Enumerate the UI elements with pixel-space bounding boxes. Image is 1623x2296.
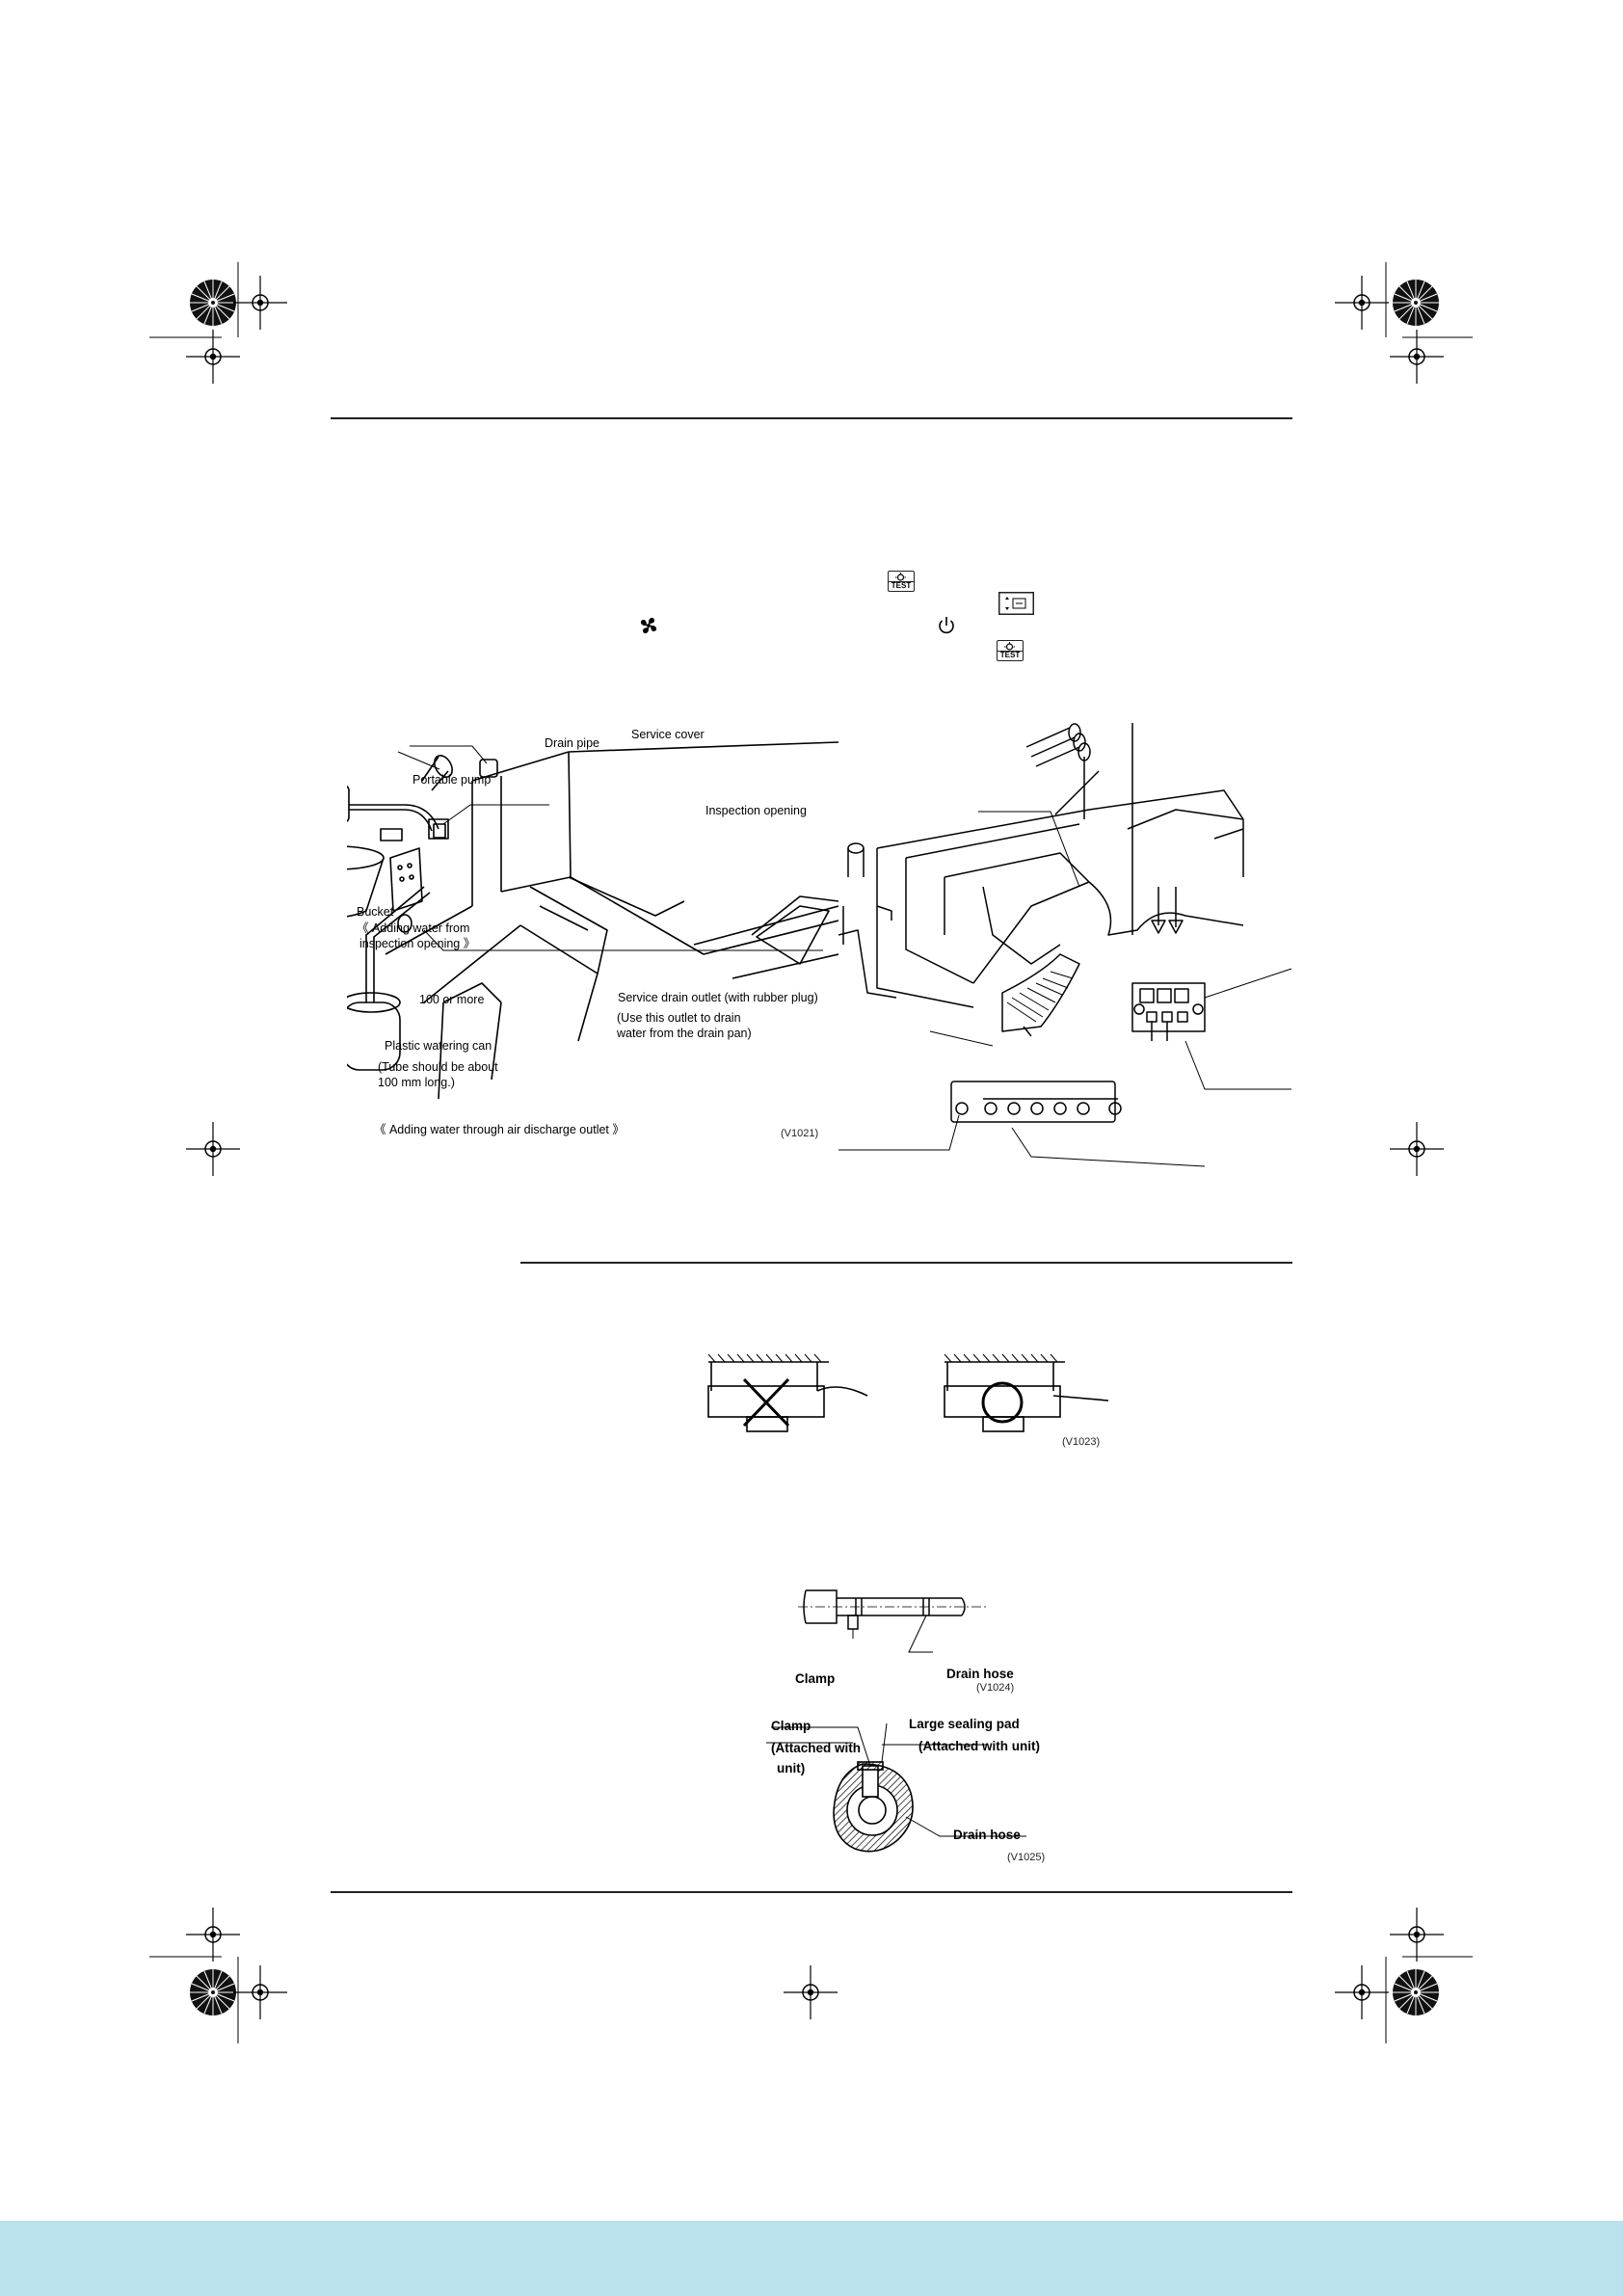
drain-hose-clamp-side-figure — [798, 1589, 986, 1653]
figure-code-v1023: (V1023) — [1062, 1436, 1101, 1448]
footer-color-band — [0, 2221, 1623, 2296]
bucket-label: Bucket — [357, 905, 394, 919]
service-cover-label: Service cover — [631, 728, 705, 741]
section-rule — [520, 1262, 1292, 1264]
fan-icon — [638, 615, 659, 636]
adding-water-discharge-caption: 《 Adding water through air discharge out… — [374, 1123, 625, 1136]
figure-code-v1021: (V1021) — [781, 1128, 819, 1139]
footer-rule — [331, 1891, 1292, 1893]
test-button-icon-2: TEST — [997, 640, 1024, 661]
use-outlet-note-line1: (Use this outlet to drain — [617, 1011, 741, 1025]
test-button-icon: TEST — [888, 571, 915, 592]
attached-with-unit-label: (Attached with unit) — [918, 1739, 1040, 1753]
watering-can-label: Plastic watering can — [385, 1039, 492, 1053]
header-rule — [331, 417, 1292, 419]
bucket-note-line1: 《 Adding water from — [357, 921, 470, 935]
tube-note-line1: (Tube should be about — [378, 1060, 498, 1074]
attached-with-note-line2: unit) — [777, 1761, 806, 1775]
drain-hose-label: Drain hose — [946, 1667, 1014, 1681]
power-icon — [936, 615, 957, 636]
use-outlet-note-line2: water from the drain pan) — [617, 1027, 752, 1040]
bucket-note-line2: inspection opening 》 — [359, 937, 476, 950]
mounting-comparison-figure — [707, 1353, 1109, 1432]
clamp-label: Clamp — [795, 1671, 836, 1686]
adding-water-illustration — [347, 741, 838, 1100]
test-label-2: TEST — [998, 651, 1023, 659]
drain-hose-label-2: Drain hose — [953, 1828, 1021, 1842]
clamp-label-2: Clamp — [771, 1719, 812, 1733]
inspection-opening-label: Inspection opening — [705, 804, 807, 817]
figure-code-v1025: (V1025) — [1007, 1852, 1046, 1863]
tube-note-line2: 100 mm long.) — [378, 1076, 455, 1089]
service-drain-outlet-label: Service drain outlet (with rubber plug) — [618, 991, 818, 1004]
portable-pump-label: Portable pump — [412, 773, 492, 787]
mode-selector-icon — [998, 592, 1034, 615]
large-sealing-pad-label: Large sealing pad — [909, 1717, 1020, 1731]
dimension-100-label: 100 or more — [419, 993, 485, 1006]
attached-with-note-line1: (Attached with — [771, 1741, 861, 1755]
terminal-block-illustration — [838, 723, 1292, 1167]
test-label: TEST — [889, 581, 914, 590]
sealing-pad-section-figure — [766, 1722, 1026, 1853]
drain-pipe-label: Drain pipe — [545, 736, 599, 750]
figure-code-v1024: (V1024) — [976, 1682, 1015, 1694]
